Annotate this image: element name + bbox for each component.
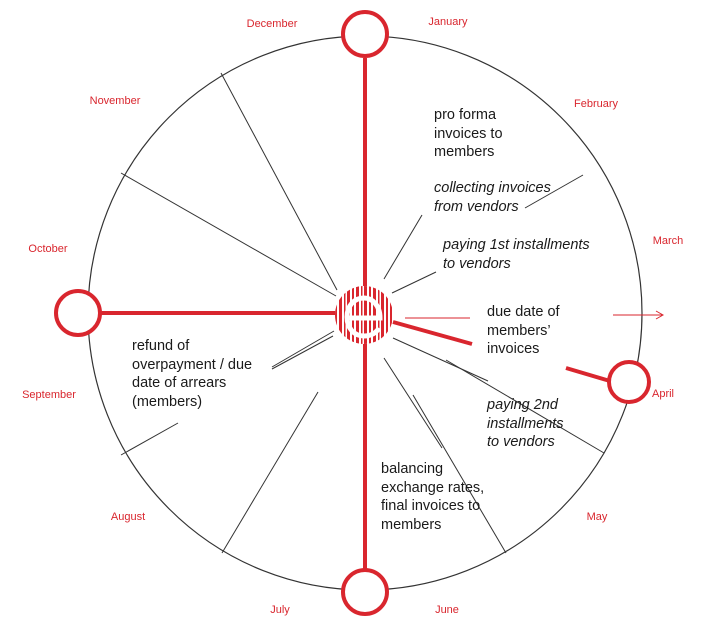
month-february: February: [574, 98, 619, 110]
red-line-due-date: [392, 320, 473, 346]
annotation-first-installments: paying 1st installments to vendors: [443, 237, 590, 272]
leader-second-installments: [392, 337, 489, 382]
red-arrow: [405, 310, 665, 320]
ecb-barcode-e-logo-icon: [335, 286, 393, 344]
red-lines: [101, 58, 611, 570]
spoke-february-march: [524, 174, 584, 209]
leader-lines: [271, 214, 489, 449]
month-may: May: [587, 511, 608, 523]
month-separators: [120, 72, 605, 554]
spoke-october-november: [120, 172, 337, 297]
month-november: November: [90, 95, 141, 107]
leader-refund: [271, 335, 334, 370]
month-july: July: [270, 604, 290, 616]
leader-collecting: [383, 214, 423, 280]
month-june: June: [435, 604, 459, 616]
annotation-refund-overpayment: refund of overpayment / due date of arre…: [132, 338, 253, 410]
month-january: January: [428, 16, 468, 28]
leader-first-installments: [391, 271, 437, 294]
month-august: August: [111, 511, 145, 523]
annotation-collecting-invoices: collecting invoices from vendors: [434, 180, 551, 215]
month-december: December: [247, 18, 298, 30]
annotation-second-installments: paying 2nd installments to vendors: [487, 397, 564, 450]
month-april: April: [652, 388, 674, 400]
marker-april: [607, 360, 651, 404]
spoke-august-september-inner: [271, 330, 335, 368]
spoke-november-december: [220, 72, 338, 291]
annotation-pro-forma-invoices: pro forma invoices to members: [434, 107, 503, 160]
marker-january: [341, 10, 389, 58]
spoke-april-may: [445, 359, 605, 454]
marker-june: [341, 568, 389, 616]
arrow-head-icon: [655, 310, 665, 320]
leader-balancing: [383, 357, 443, 449]
annotation-due-date-members-invoices: due date of members’ invoices: [487, 304, 560, 357]
red-line-april: [565, 366, 611, 383]
spoke-july-august: [221, 391, 319, 554]
month-march: March: [653, 235, 684, 247]
month-labels: January February March April May June Ju…: [22, 16, 683, 616]
red-markers: [54, 10, 651, 616]
marker-october: [54, 289, 102, 337]
spoke-may-june: [412, 394, 507, 554]
spoke-august-september-outer: [120, 422, 179, 456]
annotation-balancing-exchange-rates: balancing exchange rates, final invoices…: [381, 461, 485, 533]
month-september: September: [22, 389, 76, 401]
month-october: October: [28, 243, 67, 255]
